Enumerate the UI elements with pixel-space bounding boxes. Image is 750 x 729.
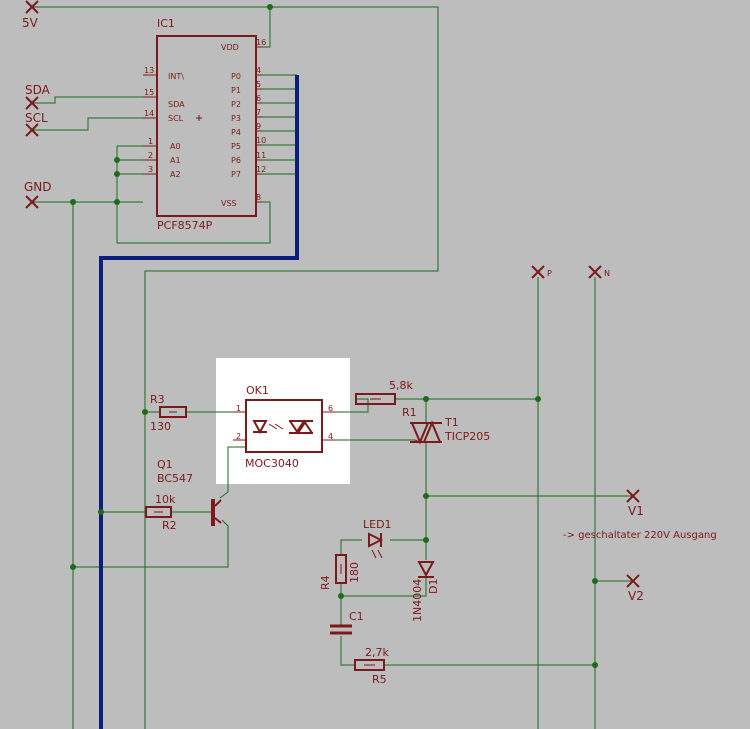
ic1-pin-num: 12 [256,165,266,174]
ic1-pin-label: P3 [231,114,241,123]
capacitor-c1-symbol [330,624,352,635]
r3-value: 130 [150,420,171,433]
q1-name: Q1 [157,458,173,471]
d1-name: D1 [427,579,440,594]
ic1-pin-label: A1 [170,156,181,165]
ic1-pin-num: 2 [148,151,153,160]
junction-dots [70,4,598,668]
triac-t1-symbol [410,420,442,445]
ic1-pin-num: 3 [148,165,153,174]
r4-name: R4 [319,575,332,590]
ic1-pin-num: 15 [144,88,154,97]
t1-part: TICP205 [444,430,490,443]
ic1-pin-label: A0 [170,142,181,151]
ic1-pin-label: SDA [168,100,185,109]
led1-symbol [368,532,384,559]
label-scl: SCL [25,111,48,125]
r2-value: 10k [155,493,176,506]
label-n: N [604,269,610,278]
ic1-pin-num: 5 [256,80,261,89]
resistor-r3-symbol [159,406,187,418]
r5-name: R5 [372,673,387,686]
r5-value: 2,7k [365,646,389,659]
ic1-pin-label: P1 [231,86,241,95]
r2-name: R2 [162,519,177,532]
terminal-marks [25,0,640,588]
optocoupler-highlight [216,358,350,484]
q1-part: BC547 [157,472,193,485]
ic1-pin-num: 1 [148,137,153,146]
ic1-pin-num: 9 [256,122,261,131]
ok1-pin2: 2 [236,432,241,441]
diode-d1-symbol [417,561,435,578]
ok1-pin4: 4 [328,432,333,441]
ok1-pin1: 1 [236,404,241,413]
ic1-pin-label: P4 [231,128,241,137]
ic1-pin-label: P7 [231,170,241,179]
ic1-pin-label: A2 [170,170,181,179]
ic1-pin-label: P2 [231,100,241,109]
ic1-pin-label: VDD [221,43,239,52]
output-note: -> geschaltater 220V Ausgang [563,530,717,541]
ic1-pin-num: 4 [256,66,261,75]
ic1-pin-label: INT\ [168,72,184,81]
ic1-left-pins: 13 INT\ 15 SDA 14 SCL 1 A0 2 A1 3 A2 [144,66,185,179]
resistor-r1-symbol [355,393,396,405]
r3-name: R3 [150,393,165,406]
t1-name: T1 [444,416,459,429]
label-v2: V2 [628,589,644,603]
wires [32,6,633,729]
ok1-pin6: 6 [328,404,333,413]
ok1-name: OK1 [246,384,269,397]
c1-name: C1 [349,610,364,623]
ic1-pin-num: 14 [144,109,154,118]
ic1-name: IC1 [157,17,175,30]
ic1-pin-num: 11 [256,151,266,160]
r1-name: R1 [402,406,417,419]
ic1-pin-num: 16 [256,38,266,47]
ic1-pin-num: 8 [256,193,261,202]
ok1-part: MOC3040 [245,457,299,470]
label-5v: 5V [22,16,39,30]
label-sda: SDA [25,83,51,97]
label-gnd: GND [24,180,52,194]
ic1-right-pins: 16 VDD 4 P0 5 P1 6 P2 7 P3 9 P4 10 P5 11… [221,38,266,208]
label-v1: V1 [628,504,644,518]
d1-part: 1N4004 [411,579,424,622]
optocoupler-ok1-symbol [233,399,335,453]
r4-value: 180 [348,562,361,583]
ic1-pin-num: 10 [256,136,266,145]
ic1-pin-label: P6 [231,156,241,165]
data-bus [99,75,299,729]
transistor-q1-symbol [211,499,222,526]
ic1-pin-label: P0 [231,72,241,81]
r1-value: 5,8k [389,379,413,392]
ic1-pin-num: 6 [256,94,261,103]
label-p: P [547,269,552,278]
ic1-pin-label: SCL [168,114,184,123]
ic1-part: PCF8574P [157,219,213,232]
ic1-pin-label: VSS [221,199,237,208]
led1-name: LED1 [363,518,392,531]
resistor-r4-symbol [335,554,347,584]
ic1-pin-label: P5 [231,142,241,151]
ic1-symbol [143,35,262,217]
resistor-r5-symbol [354,659,385,671]
ic1-pin-num: 13 [144,66,154,75]
resistor-r2-symbol [145,506,172,518]
ic1-pin-num: 7 [256,108,261,117]
